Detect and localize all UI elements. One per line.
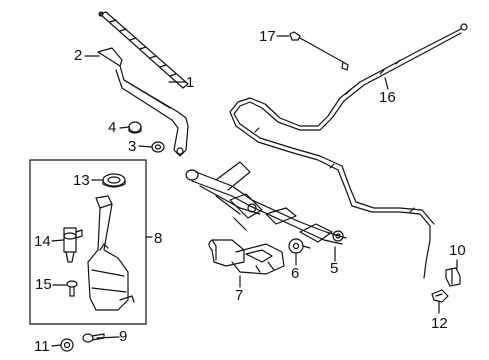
callout-12: 12 — [431, 315, 448, 332]
callout-2: 2 — [74, 47, 83, 64]
callout-5: 5 — [330, 260, 339, 277]
callout-16: 16 — [379, 89, 396, 106]
callout-15: 15 — [35, 276, 52, 293]
reservoir-group-box — [29, 159, 147, 325]
washer-hose-part — [229, 23, 468, 279]
wiper-motor-part — [208, 239, 285, 275]
callout-4: 4 — [108, 119, 117, 136]
callout-7: 7 — [235, 287, 244, 304]
callout-3: 3 — [128, 138, 137, 155]
callout-8: 8 — [154, 230, 163, 247]
wiper-linkage-part — [185, 161, 347, 245]
callout-13: 13 — [73, 172, 90, 189]
pump-grommet-part — [66, 280, 78, 297]
washer-reservoir-part — [87, 195, 135, 311]
hose-clip-small-part — [431, 289, 449, 303]
callout-11: 11 — [34, 338, 50, 355]
callout-17: 17 — [259, 28, 276, 45]
leader-9 — [96, 336, 120, 339]
wiper-arm-part — [97, 47, 189, 157]
arm-cap-part — [128, 121, 142, 134]
wiper-blade-part — [98, 11, 189, 89]
pivot-grommet-part — [288, 238, 311, 254]
leader-lines — [51, 35, 458, 347]
hose-clip-part — [445, 267, 461, 287]
leader-14 — [51, 239, 64, 242]
callout-10: 10 — [449, 242, 466, 259]
reservoir-cap-part — [102, 173, 126, 188]
washer-pump-part — [63, 227, 83, 263]
callout-14: 14 — [34, 233, 51, 250]
nozzle-hose-part — [289, 31, 349, 71]
arm-nut-part — [151, 141, 165, 153]
bolt-part — [82, 333, 105, 343]
callout-1: 1 — [186, 74, 195, 91]
leader-4 — [119, 126, 130, 129]
leader-11 — [51, 344, 62, 347]
leader-16 — [384, 77, 389, 90]
callout-9: 9 — [119, 328, 128, 345]
leader-3 — [138, 145, 153, 148]
callout-6: 6 — [291, 265, 300, 282]
nut-part — [60, 338, 74, 352]
